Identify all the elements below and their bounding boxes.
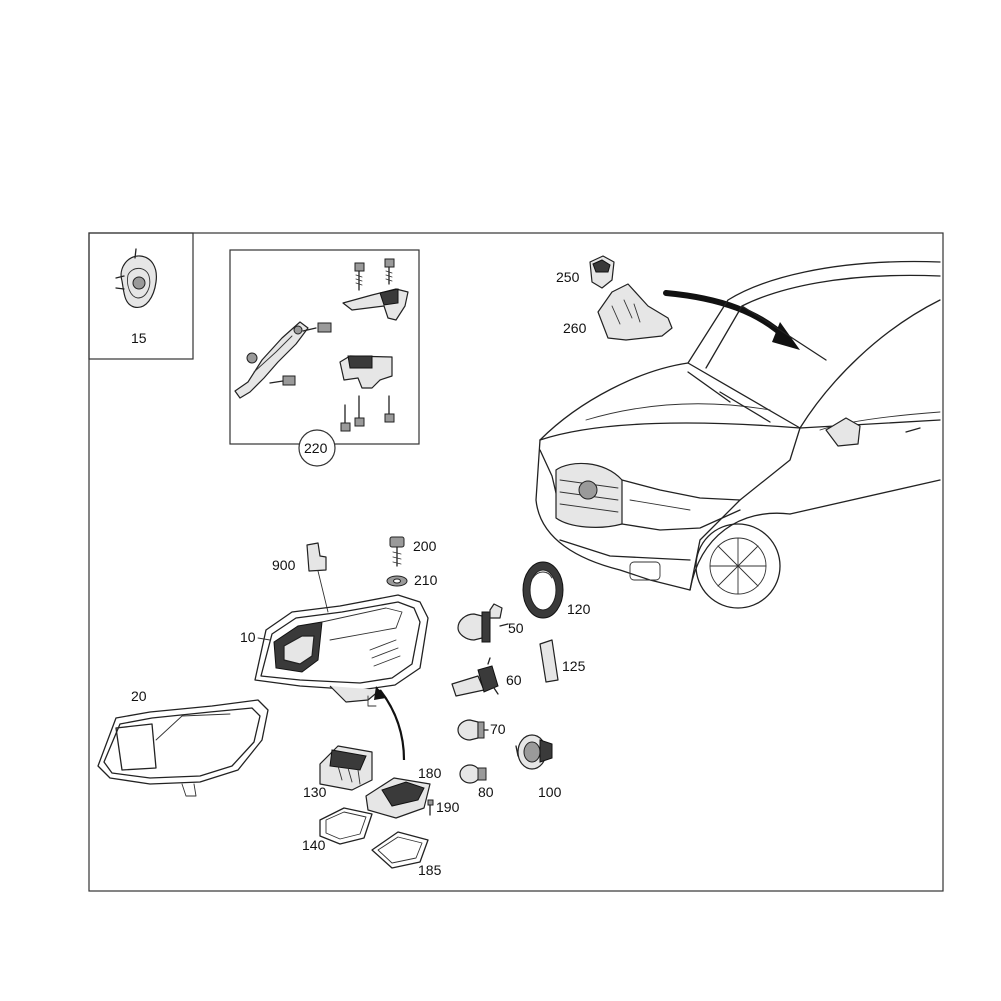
label-70: 70 — [490, 721, 506, 737]
diagram-frame — [88, 232, 944, 892]
label-120: 120 — [567, 601, 591, 617]
label-900: 900 — [272, 557, 296, 573]
part-50-bulb — [457, 603, 509, 643]
part-140-gasket — [319, 807, 373, 845]
bolt-icon — [354, 262, 365, 291]
label-140: 140 — [302, 837, 326, 853]
label-210: 210 — [414, 572, 438, 588]
leader-line — [257, 637, 271, 641]
label-60: 60 — [506, 672, 522, 688]
label-10: 10 — [240, 629, 256, 645]
bolt-icon — [354, 395, 365, 427]
label-15: 15 — [131, 330, 147, 346]
label-190: 190 — [436, 799, 460, 815]
label-260: 260 — [563, 320, 587, 336]
bolt-icon — [269, 375, 296, 386]
bolt-icon — [340, 404, 351, 432]
label-185: 185 — [418, 862, 442, 878]
label-100: 100 — [538, 784, 562, 800]
part-250-drawing — [589, 255, 615, 289]
part-130-ignitor — [319, 745, 373, 791]
part-100-socket — [515, 734, 553, 770]
label-220: 220 — [304, 440, 328, 456]
bolt-icon — [302, 322, 332, 333]
part-190-screw — [427, 799, 434, 816]
label-200: 200 — [413, 538, 437, 554]
part-185-gasket — [371, 831, 429, 869]
part-260-drawing — [597, 283, 673, 341]
label-circle-220 — [298, 429, 336, 467]
mount-arrow — [379, 689, 406, 761]
part-210-drawing — [386, 575, 408, 587]
label-130: 130 — [303, 784, 327, 800]
part-60-bulb — [451, 657, 499, 697]
label-250: 250 — [556, 269, 580, 285]
arrowhead-icon — [374, 686, 386, 700]
part-15-drawing — [115, 248, 157, 308]
part-20-headlight — [97, 699, 269, 797]
part-180-control-unit — [365, 777, 431, 819]
inset-box-15 — [88, 232, 194, 360]
bolt-icon — [384, 395, 395, 423]
part-120-cover — [522, 561, 564, 619]
bolt-icon — [384, 258, 395, 285]
label-50: 50 — [508, 620, 524, 636]
label-125: 125 — [562, 658, 586, 674]
part-10-headlight — [254, 594, 429, 707]
car-illustration — [535, 260, 941, 609]
label-180: 180 — [418, 765, 442, 781]
part-220-drawing — [234, 258, 409, 432]
label-80: 80 — [478, 784, 494, 800]
part-200-drawing — [389, 536, 405, 567]
label-20: 20 — [131, 688, 147, 704]
part-900-drawing — [306, 542, 329, 613]
part-80-bulb — [459, 764, 487, 784]
part-70-bulb — [457, 719, 489, 741]
part-125-sheet — [539, 639, 559, 683]
